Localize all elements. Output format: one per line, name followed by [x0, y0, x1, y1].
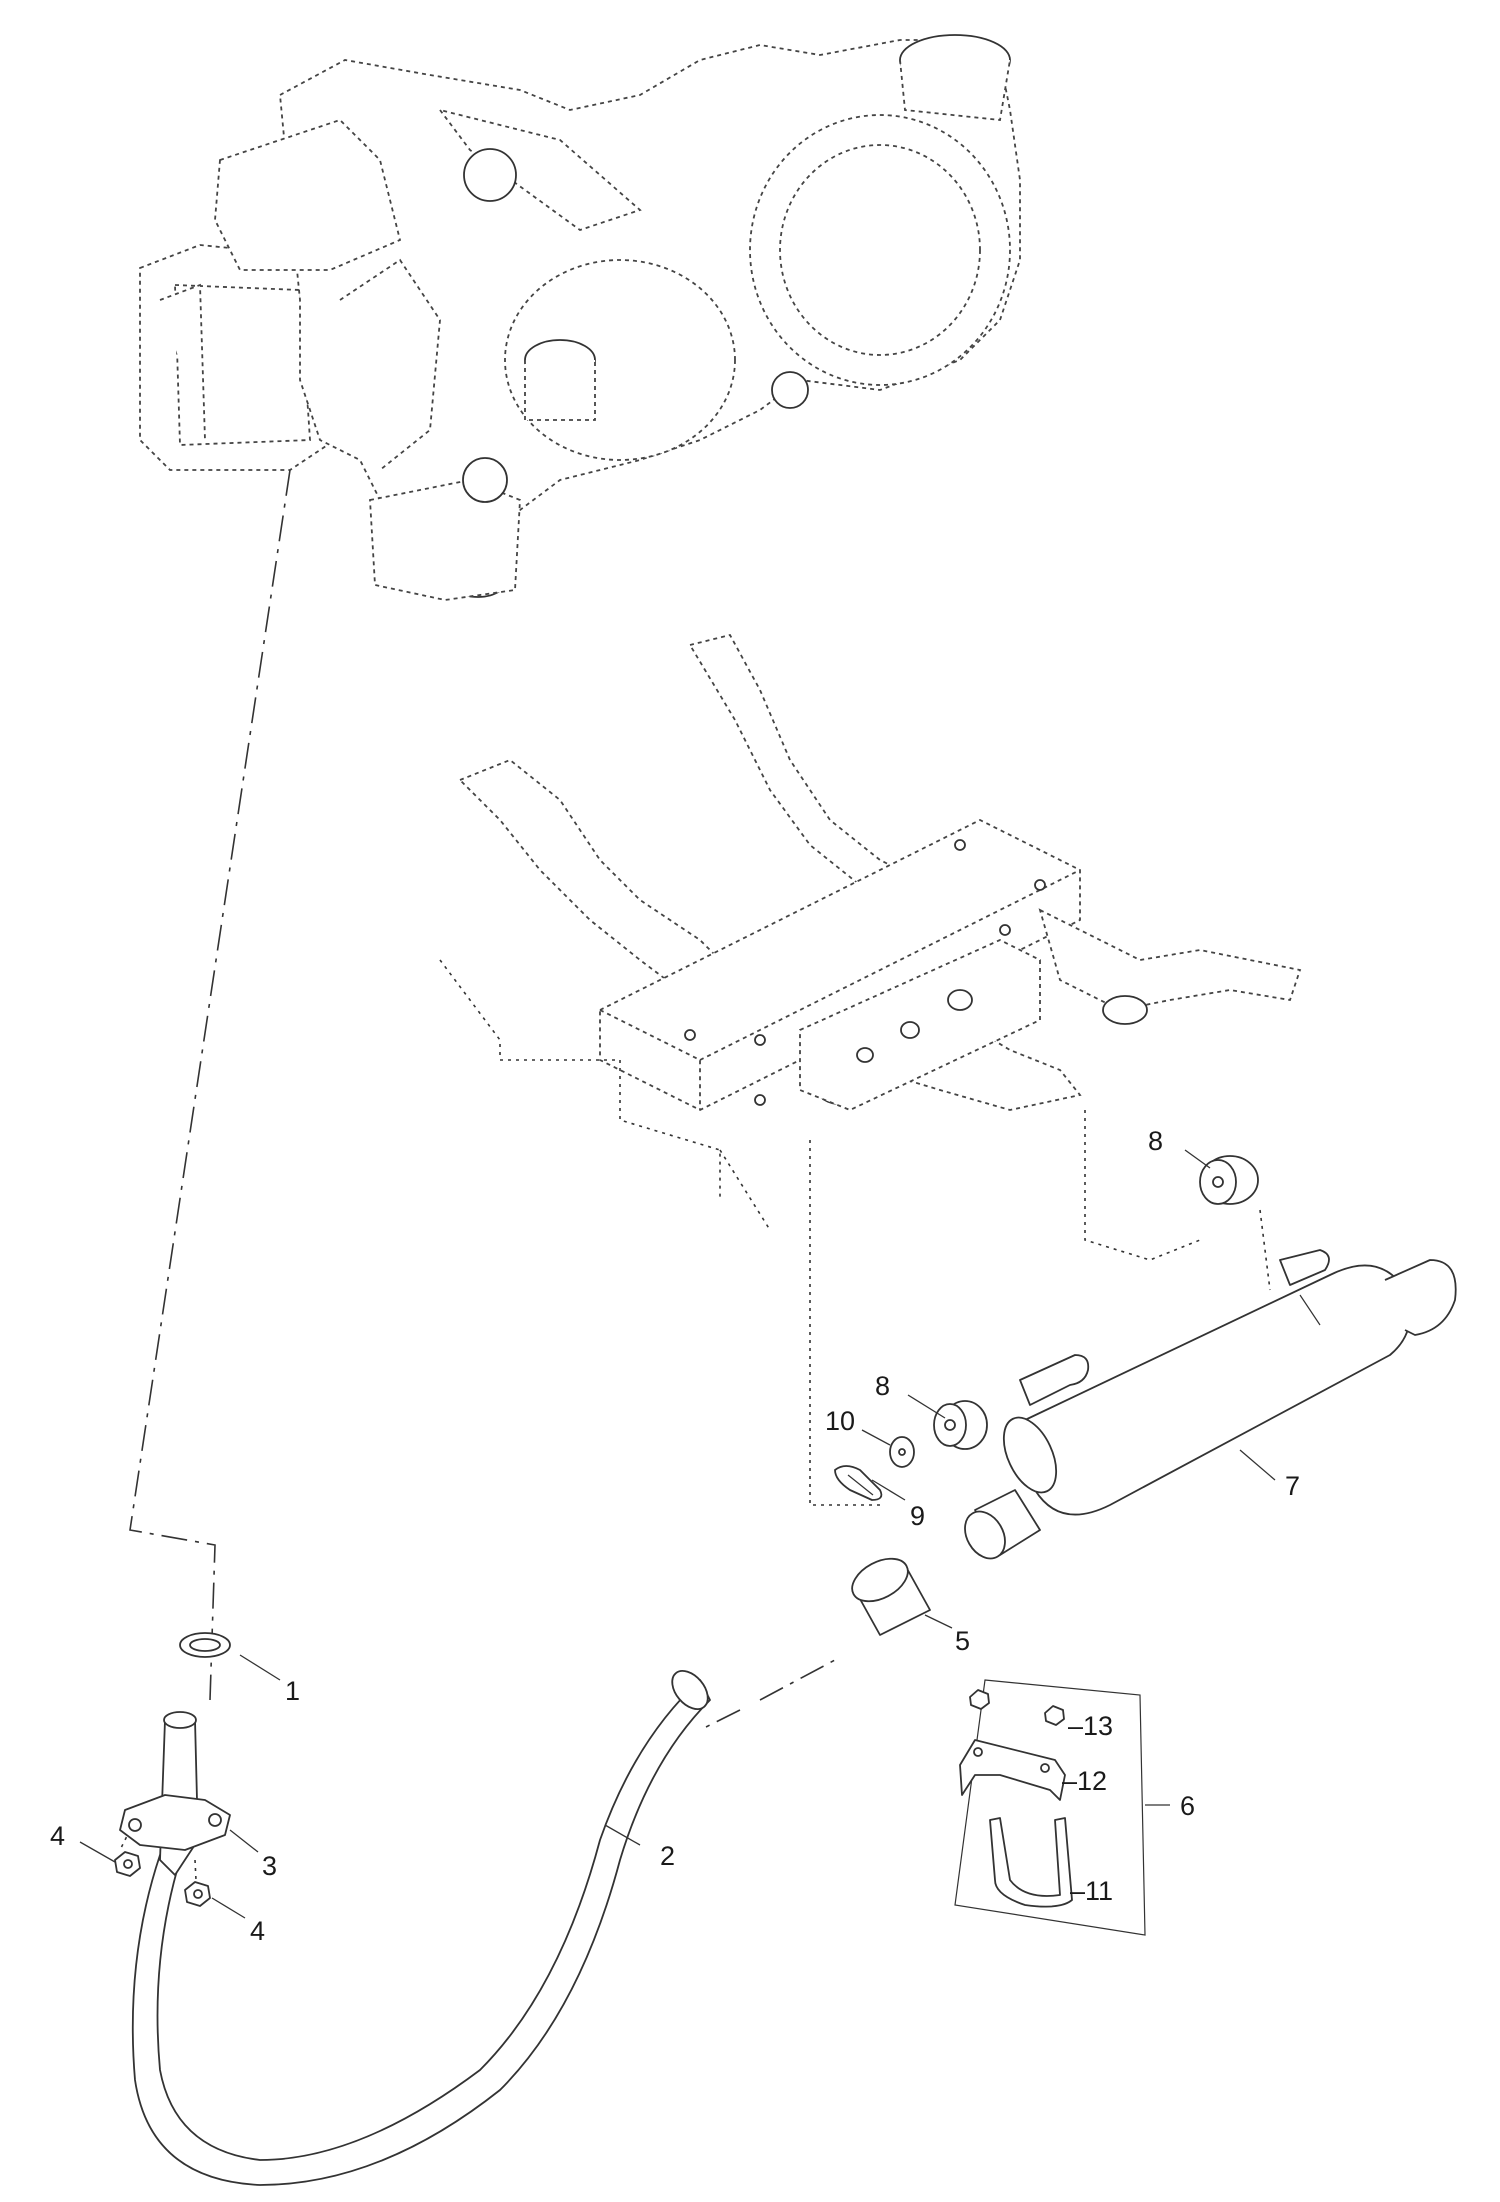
callout-13: –13: [1068, 1711, 1113, 1741]
nut-right: [184, 1881, 211, 1907]
assembly-line-nut-left: [119, 1829, 131, 1851]
assembly-line-engine-pipe: [129, 469, 291, 1701]
callout-2: 2: [660, 1841, 675, 1871]
assembly-line-nut-right: [194, 1859, 197, 1881]
clamp-kit: [954, 1679, 1146, 1936]
assembly-line-pipe-bushing: [699, 1709, 741, 1731]
nut-left: [114, 1851, 141, 1877]
leader-lines: [79, 1149, 1276, 1919]
callout-7: 7: [1285, 1471, 1300, 1501]
assembly-line-bushing: [759, 1659, 836, 1701]
exhaust-pipe: [131, 1669, 711, 2186]
callout-6: 6: [1180, 1791, 1195, 1821]
callout-9: 9: [910, 1501, 925, 1531]
engine-assembly: [139, 34, 1021, 601]
callout-8-upper: 8: [1148, 1126, 1163, 1156]
callout-8-lower: 8: [875, 1371, 890, 1401]
muffler: [964, 1249, 1457, 1560]
assembly-line-frame-muffler-right: [1084, 1110, 1201, 1261]
callout-3: 3: [262, 1851, 277, 1881]
callout-4-left: 4: [50, 1821, 65, 1851]
washer: [889, 1436, 915, 1468]
rubber-damper-lower: [933, 1400, 988, 1450]
clip: [834, 1465, 883, 1501]
assembly-line-damper-right: [1259, 1209, 1271, 1291]
assembly-line-frame-muffler-left: [809, 1140, 880, 1506]
callout-10: 10: [825, 1406, 855, 1436]
callout-11: –11: [1070, 1876, 1113, 1906]
callout-4-right: 4: [250, 1916, 265, 1946]
callout-5: 5: [955, 1626, 970, 1656]
callout-12: –12: [1062, 1766, 1107, 1796]
rubber-damper-upper: [1199, 1155, 1259, 1205]
bushing: [851, 1557, 931, 1636]
gasket: [179, 1632, 231, 1658]
frame-assembly: [439, 633, 1302, 1231]
flange-pipe: [119, 1711, 231, 1876]
callout-1: 1: [285, 1676, 300, 1706]
